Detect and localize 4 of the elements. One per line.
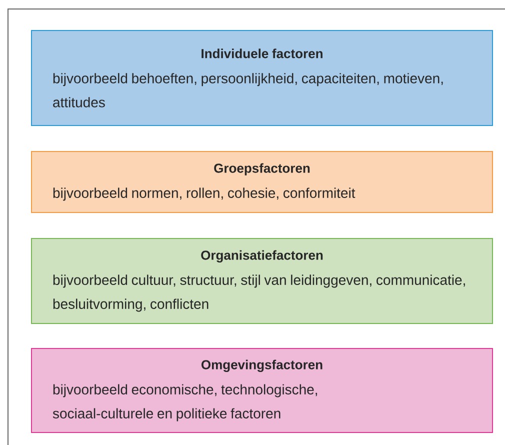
factor-box: Individuele factoren bijvoorbeeld behoeften, persoonlijkheid, capaciteiten, motieven, attitudes xyxy=(31,30,493,126)
factor-box: Groepsfactoren bijvoorbeeld normen, rollen, cohesie, conformiteit xyxy=(31,151,493,213)
factor-box: Organisatiefactoren bijvoorbeeld cultuur, structuur, stijl van leidinggeven, communicatie, besluitvorming, conflicten xyxy=(31,238,493,324)
factor-box: Omgevingsfactoren bijvoorbeeld economische, technologische, sociaal-culturele en politieke factoren xyxy=(31,348,493,433)
